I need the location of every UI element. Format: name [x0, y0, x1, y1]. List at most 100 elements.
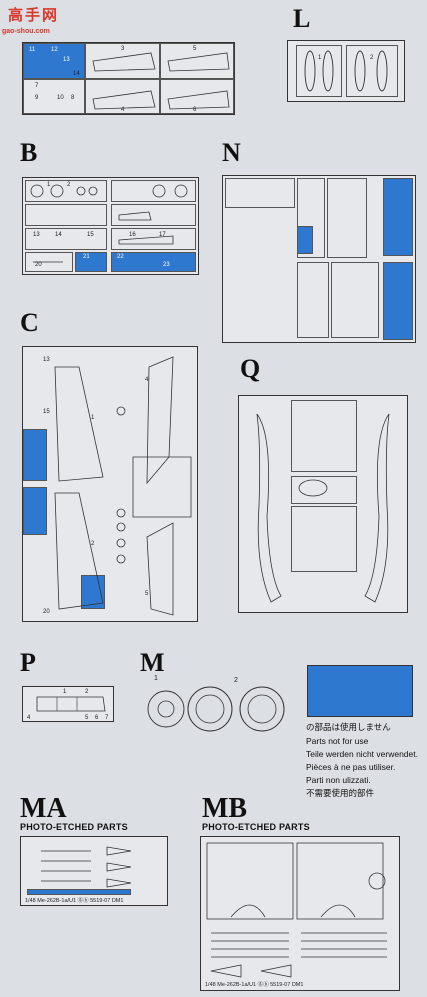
unused-part-block: [297, 226, 313, 254]
photo-etched-title-MA: PHOTO-ETCHED PARTS: [20, 822, 128, 832]
canopy-parts: [304, 50, 388, 92]
photo-etched-title-MB: PHOTO-ETCHED PARTS: [202, 822, 310, 832]
unused-part-block: [27, 889, 131, 895]
sprue-cell: [331, 262, 379, 338]
unused-part-block: [75, 252, 107, 272]
sprue-B-parts: [30, 184, 188, 263]
unused-part-block: [23, 487, 47, 535]
intake-rings: [147, 686, 285, 732]
part-number: 13: [63, 57, 70, 63]
legend-line-de: Teile werden nicht verwendet.: [306, 749, 418, 759]
watermark: 高手网 gao-shou.com: [2, 2, 82, 36]
part-number: 21: [83, 254, 90, 260]
sprue-cell: [23, 79, 85, 114]
unused-part-block: [383, 262, 413, 340]
section-letter-N: N: [222, 138, 241, 167]
sprue-M: 1 2: [147, 675, 290, 735]
sprue-P: 1 2 4 5 6 7: [22, 686, 114, 722]
fret-MB: 1/48 Me-262B-1a/U1 ⓖⓑ 5519-07 DM1: [200, 836, 400, 991]
sprue-cell: [111, 180, 196, 202]
section-letter-MA: MA: [20, 793, 67, 824]
unused-part-block: [23, 429, 47, 481]
part-number: 1: [91, 415, 95, 421]
part-number: 5: [193, 46, 197, 52]
sprue-cell: [25, 228, 107, 250]
legend-line-zh: 不需要使用的部件: [306, 788, 375, 798]
watermark-url: gao-shou.com: [2, 28, 50, 35]
sprue-cell: [297, 262, 329, 338]
sprue-cell: [291, 506, 357, 572]
part-number: 7: [35, 83, 39, 89]
sprue-Q: [238, 395, 408, 613]
sprue-cell: [85, 79, 160, 114]
sprue-P-parts: [36, 696, 106, 712]
part-number: 12: [51, 47, 58, 53]
sprue-cell: [296, 45, 342, 97]
sprue-N: [222, 175, 416, 343]
sprue-cell: [225, 178, 295, 208]
sprue-B: 1 2 13 14 15 16 17 20 21 22 23: [22, 177, 199, 275]
sprue-cell: [25, 180, 107, 202]
legend-line-ja: の部品は使用しません: [306, 722, 391, 732]
part-number: 6: [193, 107, 197, 113]
legend-line-fr: Pièces à ne pas utiliser.: [306, 762, 396, 772]
part-number: 2: [67, 182, 71, 188]
part-number: 20: [35, 262, 42, 268]
part-number: 2: [91, 541, 95, 547]
sprue-cell: [111, 204, 196, 226]
unused-part-block: [383, 178, 413, 256]
top-sprue-parts: [92, 52, 230, 110]
part-number: 5: [85, 715, 89, 721]
fret-MA-parts: [41, 846, 132, 888]
part-number: 1: [63, 689, 67, 695]
part-number: 4: [121, 107, 125, 113]
section-letter-P: P: [20, 648, 36, 677]
part-number: 6: [95, 715, 99, 721]
section-letter-L: L: [293, 4, 311, 33]
part-number: 2: [85, 689, 89, 695]
part-number: 23: [163, 262, 170, 268]
fuselage-parts: [256, 413, 390, 603]
part-number: 14: [73, 71, 80, 77]
sprue-L: 1 2: [287, 40, 405, 102]
section-letter-Q: Q: [240, 354, 261, 383]
wing-parts: [54, 356, 192, 616]
section-letter-M: M: [140, 648, 165, 677]
fret-MB-parts: [206, 842, 387, 978]
sprue-C: 1 2 4 5 13 15 20: [22, 346, 198, 622]
part-number: 4: [145, 377, 149, 383]
part-number: 17: [159, 232, 166, 238]
part-number: 3: [121, 46, 125, 52]
sprue-cell: [327, 178, 367, 258]
top-sprue: 3 5 14 7 9 10 8 4 6 13 11 12: [22, 42, 235, 115]
part-number: 15: [43, 409, 50, 415]
part-number: 14: [55, 232, 62, 238]
sprue-cell: [291, 476, 357, 504]
part-number: 10: [57, 95, 64, 101]
part-number: 1: [154, 675, 158, 682]
part-number: 13: [43, 357, 50, 363]
fret-caption: 1/48 Me-262B-1a/U1 ⓖⓑ 5519-07 DM1: [25, 898, 124, 904]
section-letter-B: B: [20, 138, 38, 167]
part-number: 7: [105, 715, 109, 721]
part-number: 2: [370, 55, 374, 61]
part-number: 1: [47, 182, 51, 188]
section-letter-MB: MB: [202, 793, 248, 824]
part-number: 4: [27, 715, 31, 721]
legend-block: の部品は使用しません Parts not for use Teile werde…: [306, 723, 426, 813]
part-number: 2: [234, 677, 238, 684]
part-number: 15: [87, 232, 94, 238]
sprue-cell: [111, 228, 196, 250]
part-number: 13: [33, 232, 40, 238]
part-number: 11: [29, 47, 36, 53]
fret-MA: 1/48 Me-262B-1a/U1 ⓖⓑ 5519-07 DM1: [20, 836, 168, 906]
sprue-cell: [291, 400, 357, 472]
part-number: 1: [318, 55, 322, 61]
sprue-cell: [85, 43, 160, 79]
sprue-cell: [25, 204, 107, 226]
unused-part-block: [23, 43, 85, 79]
legend-line-it: Parti non ulizzati.: [306, 775, 371, 785]
unused-part-block: [111, 252, 196, 272]
section-letter-C: C: [20, 308, 39, 337]
part-number: 5: [145, 591, 149, 597]
